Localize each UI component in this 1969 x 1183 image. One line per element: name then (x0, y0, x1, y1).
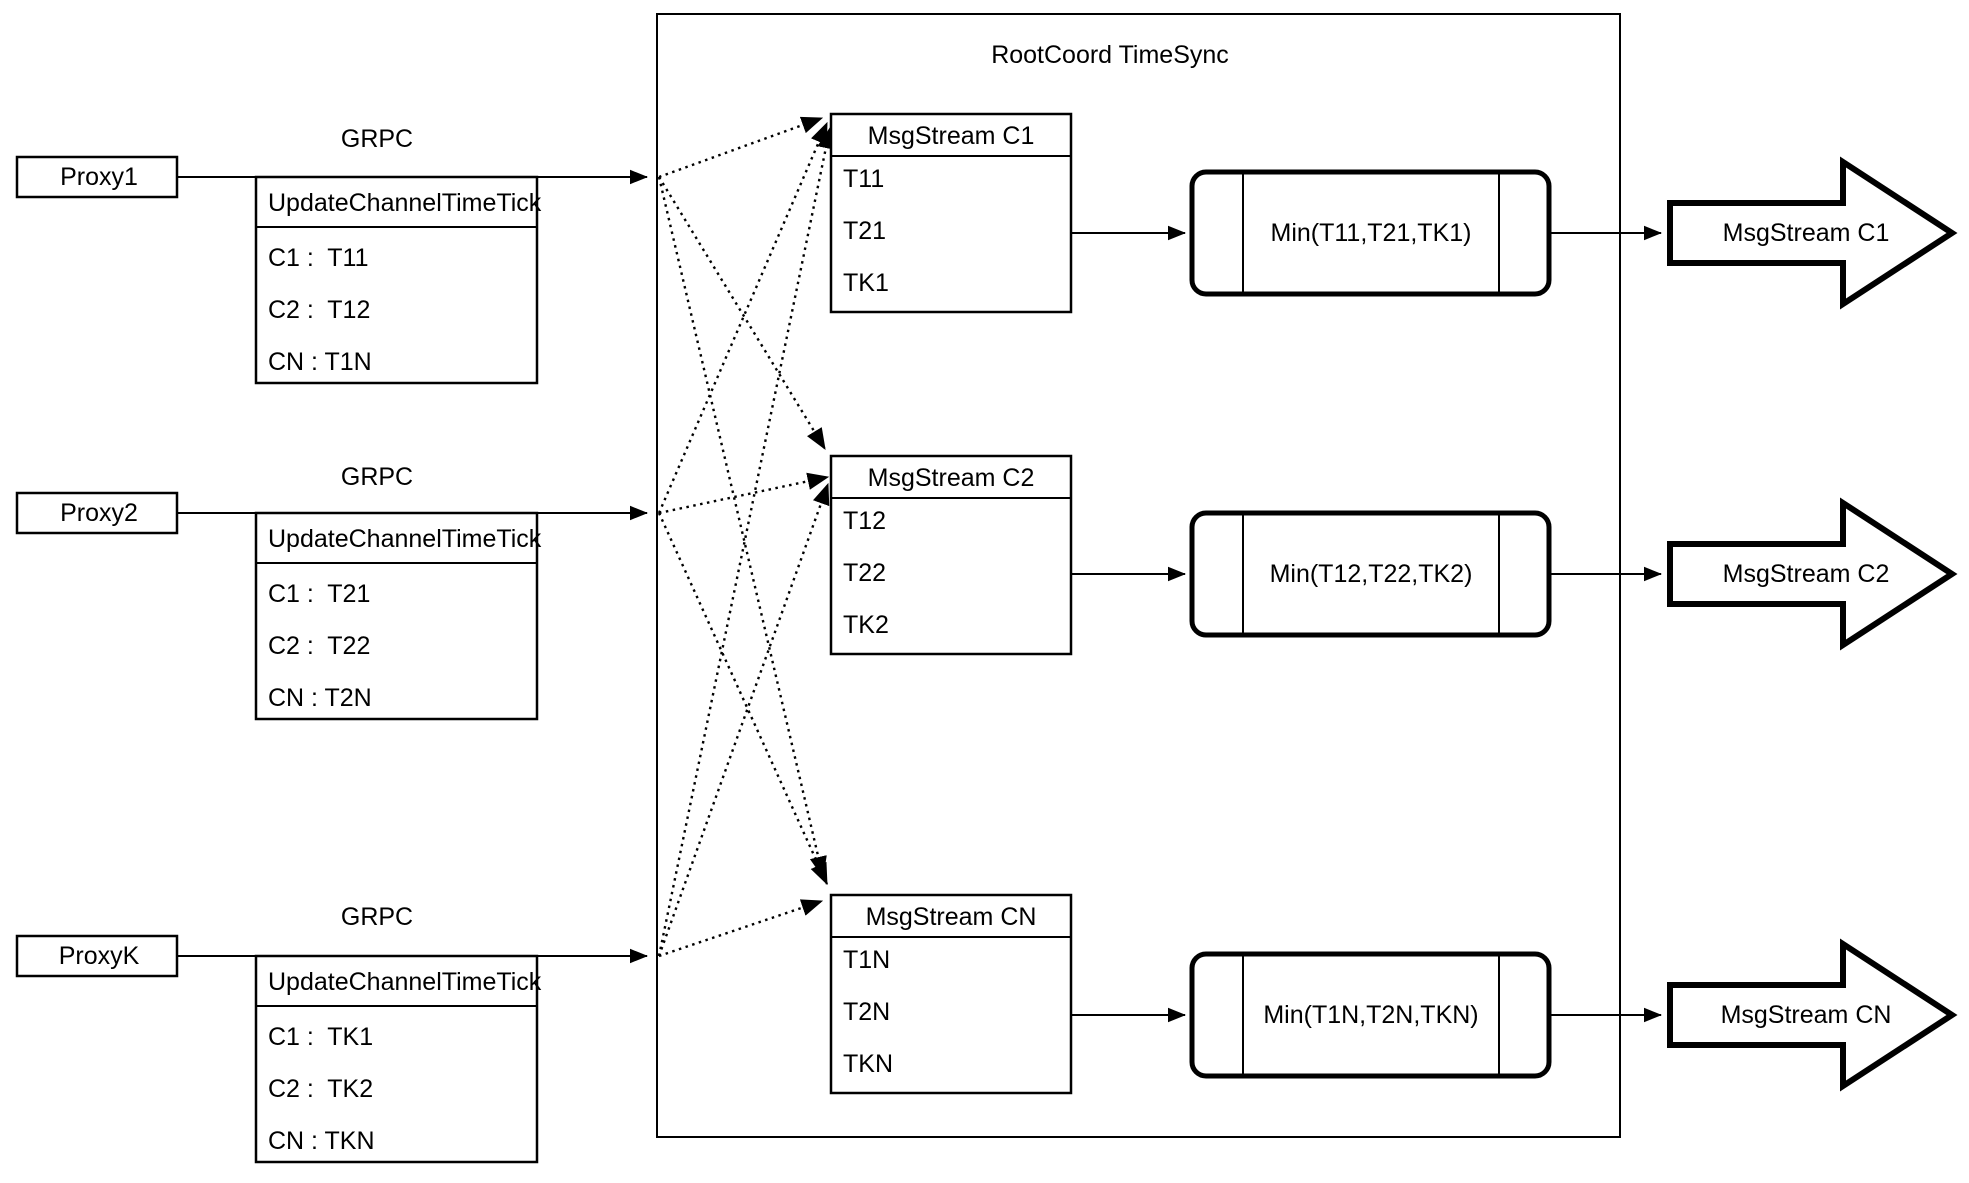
timetick-table-header: UpdateChannelTimeTick (268, 189, 542, 217)
msgstream-table-header: MsgStream C2 (868, 464, 1035, 492)
msgstream-row: TKN (843, 1050, 893, 1078)
rootcoord-container: RootCoord TimeSync (656, 13, 1621, 1138)
timetick-row: C2 : T22 (268, 632, 370, 660)
msgstream-row: TK1 (843, 269, 889, 297)
msgstream-row: T21 (843, 217, 886, 245)
stream-c1-group: MsgStream C1 T11 T21 TK1 Min(T11,T21,TK1… (829, 112, 1958, 314)
fanout-dotted-arrow (657, 482, 830, 957)
output-arrow-label: MsgStream CN (1721, 1001, 1892, 1029)
proxy-box (15, 491, 179, 535)
timetick-row: C2 : TK2 (268, 1075, 373, 1103)
output-arrow-label: MsgStream C2 (1723, 560, 1890, 588)
timetick-row: CN : T2N (268, 684, 372, 712)
rootcoord-box (656, 13, 1621, 1138)
fanout-dotted-arrow (658, 116, 824, 179)
msgstream-row: T11 (843, 165, 884, 193)
proxy-label: Proxy1 (60, 163, 138, 191)
grpc-label: GRPC (341, 463, 413, 491)
msgstream-table (829, 112, 1073, 314)
timetick-table-header: UpdateChannelTimeTick (268, 968, 542, 996)
msgstream-table-header: MsgStream C1 (868, 122, 1035, 150)
msgstream-row: T1N (843, 946, 890, 974)
proxyk-group: GRPC ProxyK UpdateChannelTimeTick C1 : T… (15, 903, 648, 1164)
output-arrow (1667, 497, 1958, 651)
timetick-table-header: UpdateChannelTimeTick (268, 525, 542, 553)
timetick-row: CN : TKN (268, 1127, 375, 1155)
timetick-row: C1 : T21 (268, 580, 370, 608)
output-arrow (1667, 938, 1958, 1092)
rootcoord-title: RootCoord TimeSync (991, 41, 1229, 69)
grpc-label: GRPC (341, 903, 413, 931)
min-label: Min(T12,T22,TK2) (1270, 560, 1473, 588)
timetick-table (254, 511, 539, 721)
msgstream-table (829, 893, 1073, 1095)
msgstream-row: T12 (843, 507, 886, 535)
output-arrow (1667, 156, 1958, 310)
grpc-label: GRPC (341, 125, 413, 153)
fanout-dotted-arrow (657, 512, 829, 886)
proxy-box (15, 934, 179, 978)
timetick-row: CN : T1N (268, 348, 372, 376)
msgstream-row: T22 (843, 559, 886, 587)
fanout-arrows (657, 116, 835, 958)
proxy-box (15, 155, 179, 199)
timetick-table (254, 954, 539, 1164)
msgstream-table (829, 454, 1073, 656)
msgstream-row: T2N (843, 998, 890, 1026)
msgstream-row: TK2 (843, 611, 889, 639)
msgstream-table-header: MsgStream CN (866, 903, 1037, 931)
min-label: Min(T11,T21,TK1) (1271, 219, 1472, 247)
fanout-dotted-arrow (658, 899, 824, 958)
stream-cn-group: MsgStream CN T1N T2N TKN Min(T1N,T2N,TKN… (829, 893, 1958, 1095)
timetick-row: C2 : T12 (268, 296, 370, 324)
proxy-label: ProxyK (59, 942, 140, 970)
timetick-row: C1 : T11 (268, 244, 369, 272)
fanout-dotted-arrow (657, 176, 827, 879)
proxy1-group: GRPC Proxy1 UpdateChannelTimeTick C1 : T… (15, 125, 648, 385)
stream-c2-group: MsgStream C2 T12 T22 TK2 Min(T12,T22,TK2… (829, 454, 1958, 656)
timetick-table (254, 175, 539, 385)
fanout-dotted-arrow (657, 121, 829, 514)
min-label: Min(T1N,T2N,TKN) (1263, 1001, 1478, 1029)
output-arrow-label: MsgStream C1 (1723, 219, 1890, 247)
proxy2-group: GRPC Proxy2 UpdateChannelTimeTick C1 : T… (15, 463, 648, 721)
proxy-label: Proxy2 (60, 499, 138, 527)
fanout-dotted-arrow (658, 472, 830, 515)
fanout-dotted-arrow (657, 126, 835, 957)
fanout-dotted-arrow (657, 176, 827, 451)
timetick-row: C1 : TK1 (268, 1023, 373, 1051)
